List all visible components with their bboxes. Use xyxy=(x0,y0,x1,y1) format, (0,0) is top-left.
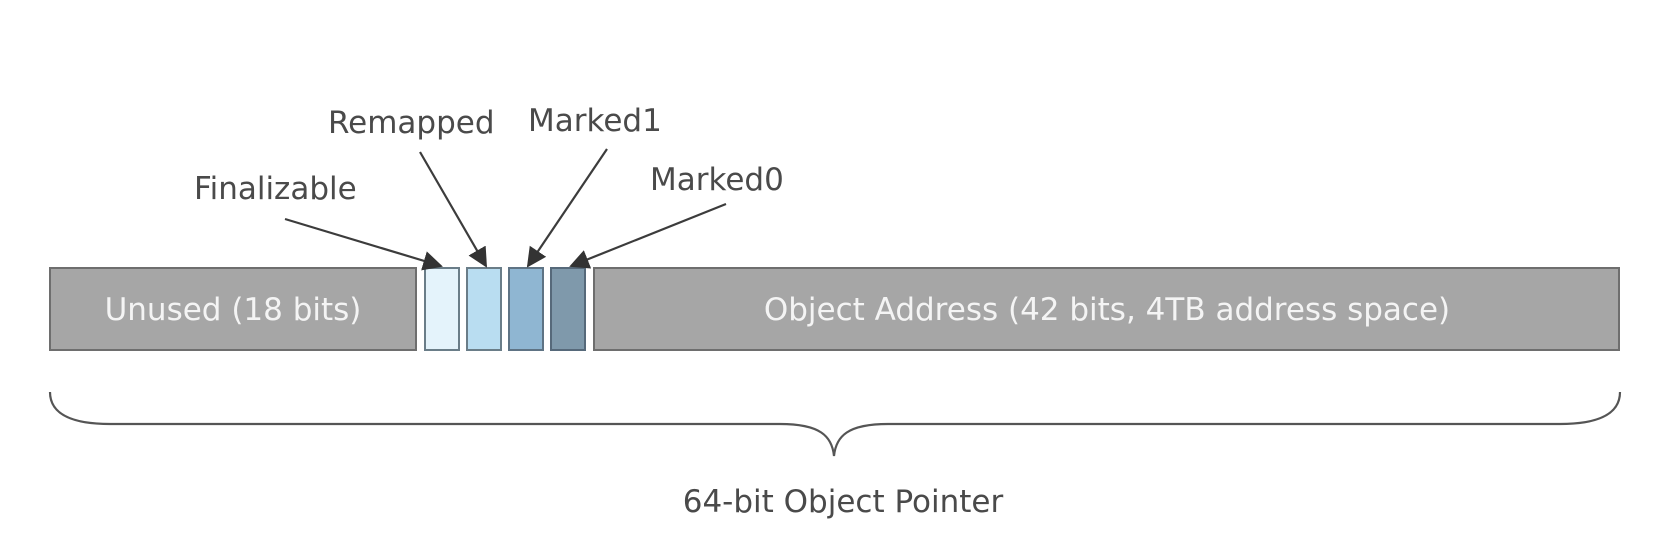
finalizable-arrow xyxy=(284,217,443,271)
remapped-arrow xyxy=(419,151,487,268)
marked1-bit xyxy=(508,267,544,351)
finalizable-label: Finalizable xyxy=(194,171,357,207)
address-segment: Object Address (42 bits, 4TB address spa… xyxy=(593,267,1620,351)
pointer-brace xyxy=(48,391,1622,457)
address-segment-label: Object Address (42 bits, 4TB address spa… xyxy=(764,292,1450,328)
brace-label: 64-bit Object Pointer xyxy=(683,484,1004,520)
remapped-label: Remapped xyxy=(328,105,495,141)
marked0-arrow xyxy=(569,202,727,269)
address-segment-box xyxy=(593,267,1620,351)
remapped-bit xyxy=(466,267,502,351)
marked0-bit xyxy=(550,267,586,351)
unused-segment: Unused (18 bits) xyxy=(49,267,417,351)
unused-segment-label: Unused (18 bits) xyxy=(105,292,362,328)
unused-segment-box xyxy=(49,267,417,351)
finalizable-bit xyxy=(424,267,460,351)
marked0-label: Marked0 xyxy=(650,162,784,198)
marked1-label: Marked1 xyxy=(528,103,662,139)
marked1-arrow xyxy=(526,148,608,268)
